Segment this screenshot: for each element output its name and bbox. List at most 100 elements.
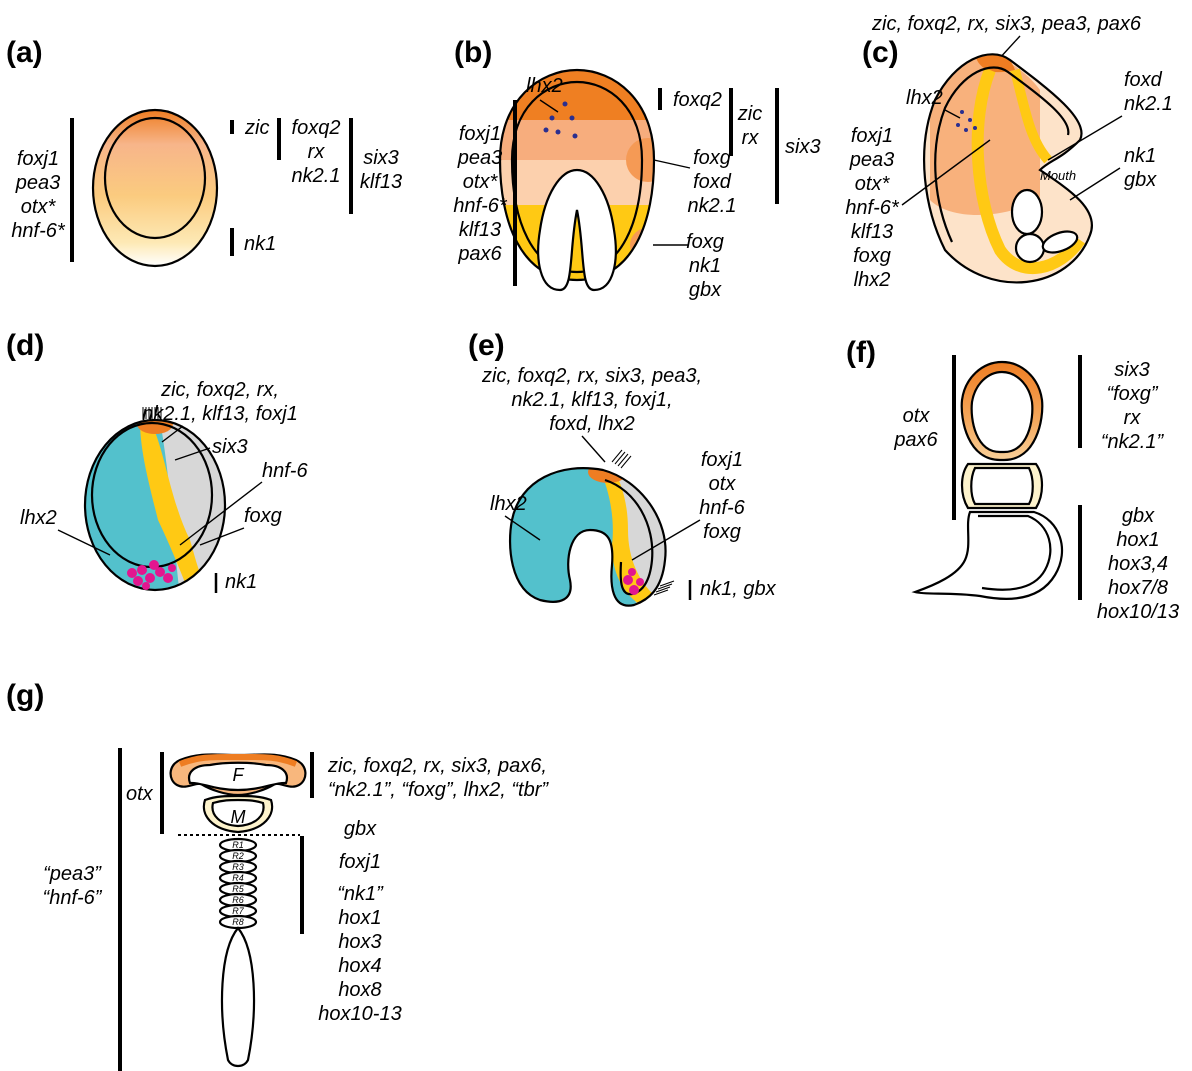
c-lhx2: lhx2 [906, 87, 943, 109]
a-gene-mid-1: foxq2 [292, 117, 341, 139]
g-F: F [233, 765, 245, 785]
b-gene-foxg1-2: foxd [693, 171, 732, 193]
g-top-line-1: zic, foxq2, rx, six3, pax6, [327, 755, 547, 777]
g-R8: R8 [232, 917, 244, 927]
panel-e: (e) zic, foxq2, rx, six3, pea3, nk2.1, k… [468, 329, 777, 610]
f-gene-top-3: rx [1124, 407, 1142, 429]
b-gene-foxg2-3: gbx [689, 279, 722, 301]
b-gene-zic-2: rx [742, 127, 760, 149]
f-gene-bottom-1: gbx [1122, 505, 1155, 527]
a-gene-left-4: hnf-6* [11, 220, 66, 242]
c-gene-left-4: hnf-6* [845, 197, 900, 219]
panel-d-label: (d) [6, 329, 44, 362]
c-gene-left-6: foxg [853, 245, 891, 267]
e-gene-right-4: foxg [703, 521, 741, 543]
g-gene-lower-1: foxj1 [339, 851, 381, 873]
f-gene-bottom-5: hox10/13 [1097, 601, 1179, 623]
g-gene-lower-2: “nk1” [337, 883, 384, 905]
panel-d: (d) zic, foxq2, rx, nk2.1, klf13, foxj1 … [6, 329, 308, 595]
g-outer-2: “hnf-6” [43, 887, 103, 909]
b-gene-left-1: foxj1 [459, 123, 501, 145]
a-zic: zic [244, 117, 269, 139]
b-gene-left-4: hnf-6* [453, 195, 508, 217]
embryo-a [93, 110, 217, 266]
g-R2: R2 [232, 851, 244, 861]
panel-g-label: (g) [6, 679, 44, 712]
f-gene-top-4: “nk2.1” [1101, 431, 1165, 453]
c-gene-left-1: foxj1 [851, 125, 893, 147]
f-mid-inner [971, 468, 1033, 504]
b-gene-zic-1: zic [737, 103, 762, 125]
g-spinal-cord [222, 928, 254, 1066]
d-nk1: nk1 [225, 571, 257, 593]
panel-g: (g) “pea3” “hnf-6” otx F M R1 R2 R3 R4 R… [6, 679, 549, 1071]
g-M: M [231, 807, 246, 827]
a-gene-left-3: otx* [21, 196, 57, 218]
d-top-line-1: zic, foxq2, rx, [160, 379, 279, 401]
b-six3: six3 [785, 136, 821, 158]
g-R7: R7 [232, 906, 244, 916]
panel-f-label: (f) [846, 336, 876, 369]
b-gene-foxg1-1: foxg [693, 147, 731, 169]
panel-b: (b) lhx2 foxj1 pea3 otx* hnf-6* klf13 pa… [453, 36, 820, 301]
f-gene-left-1: otx [903, 405, 931, 427]
a-gene-right-1: six3 [363, 147, 399, 169]
panel-c: (c) zic, foxq2, rx, six3, pea3, pax6 lhx… [845, 13, 1173, 320]
g-otx: otx [126, 783, 154, 805]
b-lhx2: lhx2 [526, 75, 563, 97]
f-head-inner [972, 372, 1033, 452]
g-outer-1: “pea3” [43, 863, 102, 885]
d-hnf6: hnf-6 [262, 460, 308, 482]
b-gene-left-5: klf13 [459, 219, 501, 241]
c-gene-left-7: lhx2 [854, 269, 891, 291]
c-gene-nk1-2: gbx [1124, 169, 1157, 191]
d-six3: six3 [212, 436, 248, 458]
b-foxq2: foxq2 [673, 89, 722, 111]
e-nk1gbx: nk1, gbx [700, 578, 777, 600]
g-R1: R1 [232, 840, 244, 850]
b-gene-left-6: pax6 [457, 243, 502, 265]
g-R5: R5 [232, 884, 244, 894]
e-gene-right-1: foxj1 [701, 449, 743, 471]
e-top-line-1: zic, foxq2, rx, six3, pea3, [481, 365, 702, 387]
panel-a-label: (a) [6, 36, 43, 69]
b-gene-left-2: pea3 [457, 147, 503, 169]
a-gene-left-1: foxj1 [17, 148, 59, 170]
a-gene-right-2: klf13 [360, 171, 402, 193]
f-gene-bottom-3: hox3,4 [1108, 553, 1168, 575]
panel-e-label: (e) [468, 329, 505, 362]
b-gene-left-3: otx* [463, 171, 499, 193]
e-top-line-2: nk2.1, klf13, foxj1, [511, 389, 672, 411]
d-foxg: foxg [244, 505, 282, 527]
f-gene-bottom-2: hox1 [1116, 529, 1159, 551]
c-gut-2 [1016, 234, 1044, 262]
c-mouth: Mouth [1040, 168, 1076, 183]
panel-a: (a) foxj1 pea3 otx* hnf-6* zic foxq2 rx … [6, 36, 402, 266]
c-gene-left-2: pea3 [849, 149, 895, 171]
e-lhx2: lhx2 [490, 493, 527, 515]
e-top-line-3: foxd, lhx2 [549, 413, 635, 435]
a-gene-mid-2: rx [308, 141, 326, 163]
c-gene-nk1-1: nk1 [1124, 145, 1156, 167]
f-gene-left-2: pax6 [893, 429, 938, 451]
g-gene-lower-6: hox8 [338, 979, 381, 1001]
e-gene-right-2: otx [709, 473, 737, 495]
panel-b-label: (b) [454, 36, 492, 69]
b-gene-foxg1-3: nk2.1 [688, 195, 737, 217]
g-R3: R3 [232, 862, 244, 872]
panel-f: (f) otx pax6 six3 “foxg” rx “nk2.1” gbx … [846, 336, 1179, 623]
c-gut-1 [1012, 190, 1042, 234]
b-gene-foxg2-2: nk1 [689, 255, 721, 277]
d-top-line-2: nk2.1, klf13, foxj1 [142, 403, 298, 425]
g-top-line-2: “nk2.1”, “foxg”, lhx2, “tbr” [328, 779, 549, 801]
panel-c-label: (c) [862, 36, 899, 69]
e-gene-right-3: hnf-6 [699, 497, 745, 519]
c-gene-left-3: otx* [855, 173, 891, 195]
c-top-genes: zic, foxq2, rx, six3, pea3, pax6 [871, 13, 1142, 35]
f-gene-top-2: “foxg” [1106, 383, 1158, 405]
a-nk1: nk1 [244, 233, 276, 255]
f-gene-bottom-4: hox7/8 [1108, 577, 1168, 599]
g-R4: R4 [232, 873, 244, 883]
c-gene-left-5: klf13 [851, 221, 893, 243]
